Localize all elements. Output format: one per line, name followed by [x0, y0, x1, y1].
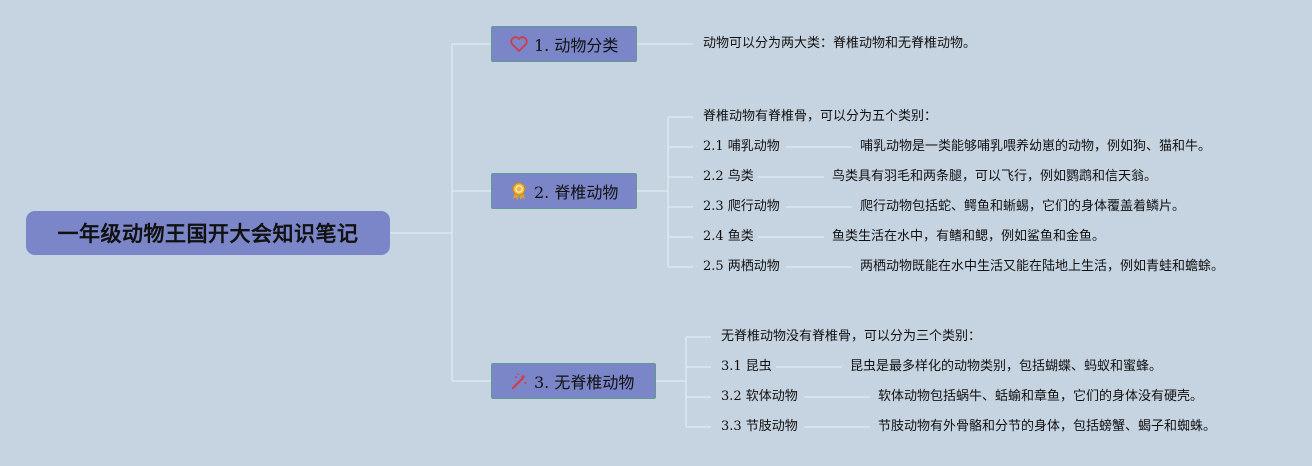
list-item-desc: 两栖动物既能在水中生活又能在陆地上生活，例如青蛙和蟾蜍。: [860, 259, 1225, 274]
list-item-label: 2.5 两栖动物: [703, 259, 780, 274]
root-node[interactable]: 一年级动物王国开大会知识笔记: [26, 211, 390, 255]
heart-icon: [509, 34, 529, 54]
branch-label: 3. 无脊椎动物: [534, 373, 635, 392]
branch-node-invertebrates[interactable]: 3. 无脊椎动物: [491, 363, 656, 399]
list-item-desc: 哺乳动物是一类能够哺乳喂养幼崽的动物，例如狗、猫和牛。: [860, 139, 1212, 154]
root-title: 一年级动物王国开大会知识笔记: [57, 222, 359, 246]
list-item-label: 2.3 爬行动物: [703, 199, 780, 214]
list-item-desc: 软体动物包括蜗牛、蛞蝓和章鱼，它们的身体没有硬壳。: [878, 389, 1204, 404]
list-item-desc: 节肢动物有外骨骼和分节的身体，包括螃蟹、蝎子和蜘蛛。: [878, 419, 1217, 434]
classification-summary: 动物可以分为两大类：脊椎动物和无脊椎动物。: [703, 36, 977, 51]
branch-node-classification[interactable]: 1. 动物分类: [491, 26, 637, 62]
list-item-desc: 鸟类具有羽毛和两条腿，可以飞行，例如鹦鹉和信天翁。: [832, 169, 1158, 184]
branch-node-vertebrates[interactable]: 2. 脊椎动物: [491, 173, 637, 209]
branch-label: 2. 脊椎动物: [534, 183, 619, 202]
list-item-desc: 昆虫是最多样化的动物类别，包括蝴蝶、蚂蚁和蜜蜂。: [850, 359, 1163, 374]
list-item-label: 3.2 软体动物: [721, 389, 798, 404]
list-item-label: 3.3 节肢动物: [721, 419, 798, 434]
award-ribbon-icon: [509, 181, 529, 201]
list-item-label: 2.4 鱼类: [703, 229, 754, 244]
vertebrates-intro: 脊椎动物有脊椎骨，可以分为五个类别：: [703, 109, 938, 124]
branch-label: 1. 动物分类: [534, 36, 619, 55]
list-item-label: 2.2 鸟类: [703, 169, 754, 184]
magic-wand-icon: [509, 371, 529, 391]
list-item-desc: 爬行动物包括蛇、鳄鱼和蜥蜴，它们的身体覆盖着鳞片。: [860, 199, 1186, 214]
list-item-label: 3.1 昆虫: [721, 359, 772, 374]
list-item-label: 2.1 哺乳动物: [703, 139, 780, 154]
list-item-desc: 鱼类生活在水中，有鳍和鳃，例如鲨鱼和金鱼。: [832, 229, 1106, 244]
invertebrates-intro: 无脊椎动物没有脊椎骨，可以分为三个类别：: [721, 329, 982, 344]
